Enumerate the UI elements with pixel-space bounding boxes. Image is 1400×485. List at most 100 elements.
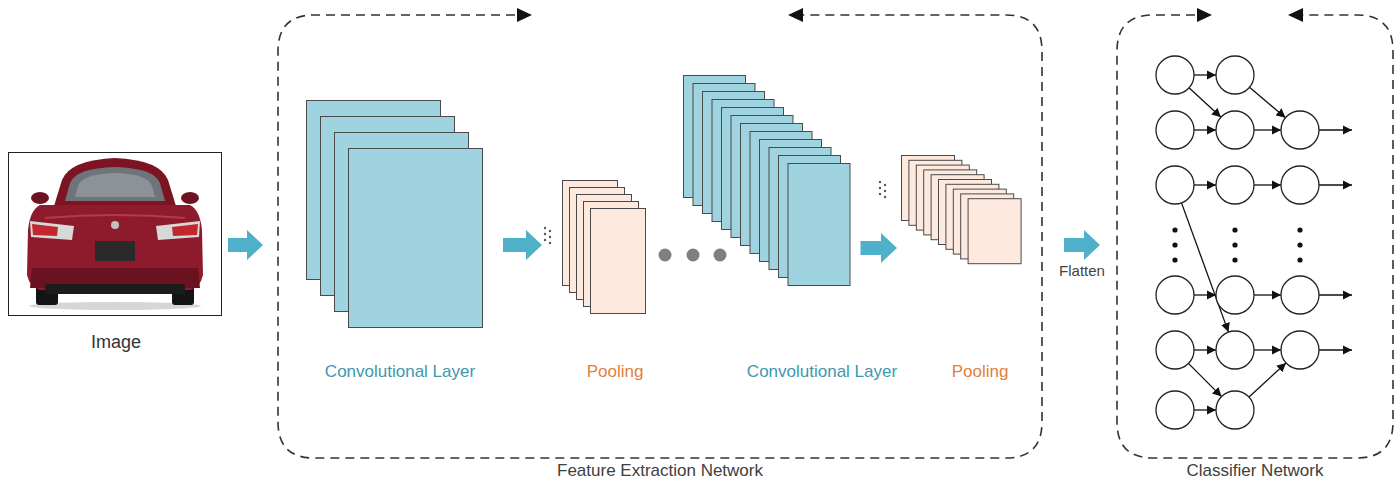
region-outline bbox=[1117, 15, 1393, 458]
feature-map-sheet bbox=[684, 76, 746, 198]
car-window bbox=[65, 167, 165, 201]
dot bbox=[549, 230, 551, 232]
feature-map-sheet bbox=[703, 92, 765, 214]
feature-map-sheet bbox=[916, 165, 969, 230]
neuron bbox=[1216, 111, 1254, 149]
neuron-link bbox=[1194, 294, 1216, 295]
dashed-border bbox=[278, 15, 1042, 458]
stack-shape bbox=[562, 180, 646, 314]
neuron bbox=[1156, 331, 1194, 369]
image-frame: Image bbox=[8, 152, 222, 316]
dot bbox=[879, 187, 881, 189]
feature-map-sheet bbox=[693, 84, 755, 206]
feature-map-sheet bbox=[570, 188, 625, 293]
feature-extraction-region: Convolutional LayerPoolingConvolutional … bbox=[278, 15, 1042, 458]
output-link bbox=[1319, 349, 1352, 350]
feature-map-sheet bbox=[924, 170, 977, 235]
dot bbox=[1297, 257, 1302, 262]
car-roof bbox=[54, 158, 176, 206]
border-arrowhead bbox=[517, 8, 532, 22]
feature-map-sheet bbox=[335, 133, 469, 312]
feature-map-sheet bbox=[321, 117, 455, 296]
tail-light bbox=[156, 221, 200, 240]
tail-light bbox=[30, 221, 74, 240]
car-window-inner bbox=[75, 173, 155, 197]
pooling-stack: Pooling bbox=[562, 180, 646, 314]
dot bbox=[879, 193, 881, 195]
dot bbox=[659, 249, 672, 262]
neuron-link bbox=[1254, 184, 1281, 185]
dot bbox=[544, 239, 546, 241]
neuron bbox=[1156, 166, 1194, 204]
feature-map-sheet bbox=[953, 189, 1006, 254]
dot bbox=[544, 233, 546, 235]
dot bbox=[884, 190, 886, 192]
neurons bbox=[1156, 56, 1319, 429]
car-trunk-line bbox=[45, 215, 185, 218]
dot bbox=[1172, 257, 1177, 262]
neuron bbox=[1216, 331, 1254, 369]
dot bbox=[687, 249, 700, 262]
output-link bbox=[1319, 294, 1352, 295]
edge-label: Flatten bbox=[1057, 262, 1107, 280]
pooling-stack: Pooling bbox=[901, 155, 1022, 264]
feature-map-sheet bbox=[760, 140, 822, 262]
block-arrow bbox=[228, 230, 263, 260]
neuron-link bbox=[1182, 203, 1229, 332]
stack-shape bbox=[683, 75, 851, 286]
output-link bbox=[1319, 184, 1352, 185]
dot bbox=[549, 242, 551, 244]
feature-map-sheet bbox=[731, 116, 793, 238]
classifier-region: Classifier Network bbox=[1117, 15, 1393, 458]
feature-map-sheet bbox=[712, 100, 774, 222]
feature-map-sheet bbox=[779, 156, 841, 278]
neuron-link bbox=[1254, 294, 1281, 295]
region-outline bbox=[278, 15, 1042, 458]
feature-map-sheet bbox=[909, 160, 962, 225]
neuron bbox=[1281, 276, 1319, 314]
dot bbox=[1232, 242, 1237, 247]
feature-map-sheet bbox=[722, 108, 784, 230]
neuron bbox=[1156, 111, 1194, 149]
car-diffuser bbox=[45, 284, 185, 294]
feature-map-sheet bbox=[769, 148, 831, 270]
neuron bbox=[1281, 166, 1319, 204]
block-arrow bbox=[503, 230, 542, 260]
node-label: Feature Extraction Network bbox=[557, 461, 763, 481]
tail-light-red bbox=[172, 224, 198, 236]
dot bbox=[549, 236, 551, 238]
stack-shape bbox=[306, 100, 483, 328]
neuron-link bbox=[1188, 363, 1221, 396]
license-plate bbox=[95, 241, 135, 261]
feature-map-sheet bbox=[788, 164, 850, 286]
channel-dots bbox=[544, 181, 886, 244]
node-label: Pooling bbox=[587, 362, 644, 382]
convolution-stack: Convolutional Layer bbox=[306, 100, 483, 328]
stack-shape bbox=[901, 155, 1022, 264]
neuron-links bbox=[1182, 75, 1353, 410]
neuron-link bbox=[1194, 129, 1216, 130]
neuron bbox=[1216, 166, 1254, 204]
neuron-link bbox=[1194, 409, 1216, 410]
neuron-link bbox=[1250, 87, 1286, 117]
feature-map-sheet bbox=[946, 184, 999, 249]
feature-map-sheet bbox=[939, 180, 992, 245]
node-label: Image bbox=[91, 332, 141, 354]
feature-map-sheet bbox=[577, 195, 632, 300]
dot bbox=[1297, 227, 1302, 232]
feature-map-sheet bbox=[563, 181, 618, 286]
output-link bbox=[1319, 129, 1352, 130]
vertical-ellipsis bbox=[1172, 227, 1302, 262]
dot bbox=[1232, 257, 1237, 262]
neuron bbox=[1216, 56, 1254, 94]
border-arrowhead bbox=[788, 8, 803, 22]
neuron-link bbox=[1249, 363, 1286, 397]
feature-map-sheet bbox=[902, 156, 955, 221]
feature-map-sheet bbox=[307, 101, 441, 280]
car-body bbox=[27, 205, 203, 290]
ellipsis-dots bbox=[659, 249, 727, 262]
convolution-stack: Convolutional Layer bbox=[683, 75, 851, 286]
feature-map-sheet bbox=[741, 124, 803, 246]
